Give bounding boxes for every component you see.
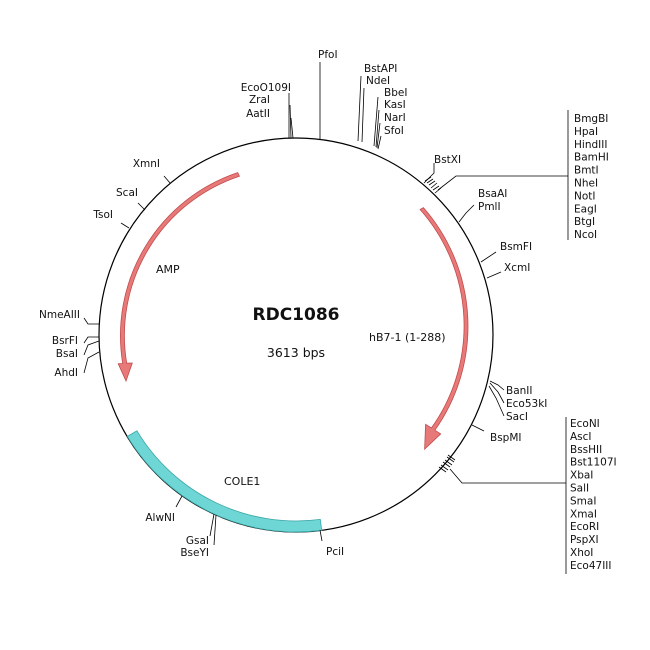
site-label-bmgbi: BmgBI — [574, 113, 608, 125]
plasmid-size: 3613 bps — [267, 345, 325, 360]
scai-label: ScaI — [116, 187, 138, 199]
pmlii-label: PmlI — [478, 201, 501, 213]
site-label-bst1107i: Bst1107I — [570, 457, 617, 469]
bstxi-leader — [423, 163, 435, 184]
site-label-noti: NotI — [574, 190, 596, 202]
site-label-bamhi: BamHI — [574, 152, 609, 164]
aatii-label: AatII — [246, 108, 270, 120]
cole1-feature-label: COLE1 — [224, 475, 260, 488]
bstxi-label: BstXI — [434, 154, 461, 166]
tsoi-label: TsoI — [92, 209, 113, 221]
hb7-feature-label: hB7-1 (1-288) — [369, 331, 446, 344]
eco53ki-label: Eco53kI — [506, 398, 547, 410]
xcmi-tick — [486, 271, 502, 279]
site-label-pspxi: PspXI — [570, 534, 599, 546]
site-label-hpai: HpaI — [574, 126, 598, 138]
zrai-leader — [289, 104, 292, 139]
hb7-feature-arrow — [419, 207, 469, 451]
kasi-label: KasI — [384, 99, 406, 111]
bsai-label: BsaI — [56, 348, 78, 360]
gsai-label: GsaI — [186, 535, 209, 547]
tsoi-tick — [120, 222, 130, 229]
bsaai-pmlii-leader — [458, 204, 475, 223]
group-b-leader — [449, 468, 566, 484]
site-label-xbai: XbaI — [570, 470, 593, 482]
nari-label: NarI — [384, 112, 406, 124]
bspmi-tick — [471, 424, 485, 432]
banii-label: BanII — [506, 385, 533, 397]
xmni-label: XmnI — [133, 158, 160, 170]
bbei-label: BbeI — [384, 87, 407, 99]
site-label-ecori: EcoRI — [570, 521, 599, 533]
site-label-xhoi: XhoI — [570, 547, 593, 559]
group-b-labels: EcoNIAscIBssHIIBst1107IXbaISalISmaIXmaIE… — [570, 418, 617, 572]
site-label-hindiii: HindIII — [574, 139, 607, 151]
pcii-tick — [319, 529, 323, 542]
eco53ki-leader — [489, 382, 505, 404]
alwni-tick — [175, 495, 183, 508]
bsrfi-label: BsrFI — [52, 335, 78, 347]
site-label-eagi: EagI — [574, 203, 597, 215]
ahdi-label: AhdI — [54, 367, 78, 379]
amp-feature-label: AMP — [156, 263, 180, 276]
bspmi-label: BspMI — [490, 432, 522, 444]
group-a-tick-cluster — [424, 176, 442, 194]
site-label-sali: SalI — [570, 483, 589, 495]
bsaai-label: BsaAI — [478, 188, 507, 200]
ndei-leader — [361, 87, 365, 143]
bseyi-label: BseYI — [180, 547, 209, 559]
bsmfi-label: BsmFI — [500, 241, 532, 253]
alwni-label: AlwNI — [145, 512, 175, 524]
ndei-label: NdeI — [366, 75, 390, 87]
bbei-leader — [373, 96, 379, 147]
group-b-tick-cluster — [438, 454, 456, 473]
zrai-label: ZraI — [249, 94, 270, 106]
xmni-tick — [163, 175, 171, 184]
group-a-leader — [437, 175, 568, 191]
site-label-btgi: BtgI — [574, 216, 595, 228]
bstapi-label: BstAPI — [364, 63, 397, 75]
scai-tick — [137, 202, 146, 211]
sfoi-label: SfoI — [384, 125, 404, 137]
banii-leader — [489, 380, 505, 391]
bseyi-tick — [213, 514, 217, 546]
aatii-leader — [290, 117, 294, 139]
site-label-smai: SmaI — [570, 495, 596, 507]
ecoo109i-label: EcoO109I — [241, 82, 291, 94]
group-a-labels: BmgBIHpaIHindIIIBamHIBmtINheINotIEagIBtg… — [574, 113, 609, 241]
pcii-label: PciI — [326, 546, 344, 558]
sfoi-leader — [377, 135, 382, 150]
nari-leader — [376, 122, 381, 149]
bsai-leader — [83, 340, 100, 356]
pfoi-label: PfoI — [318, 49, 338, 61]
amp-feature-arrow — [117, 172, 240, 383]
site-label-nhei: NheI — [574, 178, 598, 190]
site-label-xmai: XmaI — [570, 508, 597, 520]
site-label-eco47iii: Eco47III — [570, 560, 611, 572]
site-label-bmti: BmtI — [574, 165, 599, 177]
saci-label: SacI — [506, 411, 528, 423]
saci-leader — [488, 385, 505, 417]
site-label-ncoi: NcoI — [574, 229, 597, 241]
bsmfi-tick — [480, 251, 497, 263]
bsrfi-leader — [83, 336, 99, 344]
xcmi-label: XcmI — [504, 262, 530, 274]
bstapi-leader — [357, 75, 362, 142]
site-label-bsshii: BssHII — [570, 444, 602, 456]
plasmid-name: RDC1086 — [253, 305, 340, 325]
site-label-econi: EcoNI — [570, 418, 600, 430]
cole1-origin-band — [126, 430, 323, 533]
nmeaiii-label: NmeAIII — [39, 309, 80, 321]
gsai-tick — [209, 513, 215, 537]
nmeaiii-leader — [83, 317, 99, 325]
site-label-asci: AscI — [570, 431, 592, 443]
ahdi-leader — [83, 351, 100, 374]
kasi-leader — [375, 109, 380, 148]
